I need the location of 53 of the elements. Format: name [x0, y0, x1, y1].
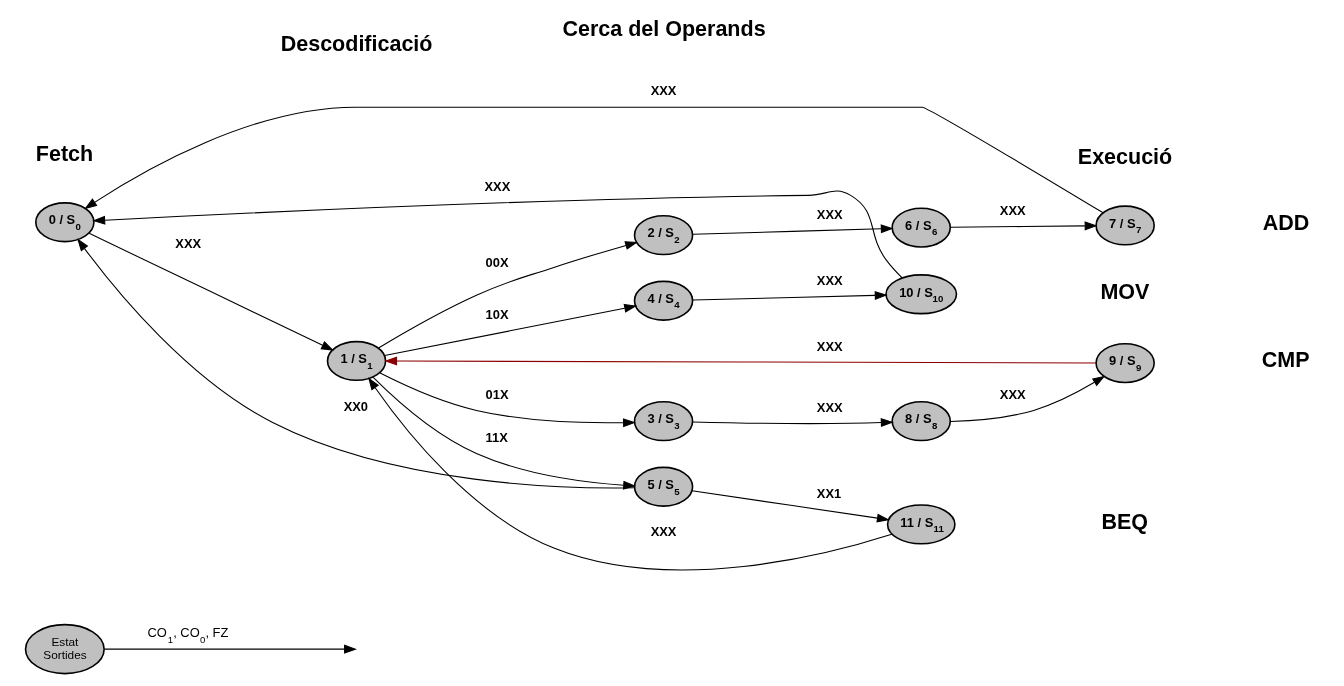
label: Execució: [1077, 145, 1173, 170]
edge-label: XXX: [175, 236, 202, 252]
arrow: [368, 377, 893, 571]
arrow: [378, 241, 639, 349]
edge-label: XXX: [484, 179, 511, 195]
node-ellipse: Estat Sortides: [24, 623, 105, 675]
node-ellipse: 8 / S$_{8}$: [891, 401, 952, 442]
label: BEQ: [1101, 509, 1149, 534]
edge-label: XXX: [650, 524, 677, 540]
arrow: [92, 190, 903, 279]
edge-label: XX1: [816, 485, 842, 501]
edge-label: 10X: [485, 307, 509, 323]
node-ellipse: 9 / S$_{9}$: [1095, 342, 1155, 384]
node-ellipse: 11 / S$_{11}$: [886, 504, 956, 545]
edge-label: XXX: [816, 272, 843, 288]
edge-label: XXX: [816, 399, 843, 415]
edge-label: XXX: [816, 339, 843, 355]
arrow: [692, 290, 888, 301]
edge-label: 00X: [485, 255, 509, 271]
label: ADD: [1262, 210, 1310, 235]
arrow: [949, 375, 1106, 422]
edge-label: XX0: [343, 398, 369, 414]
arrow: [379, 372, 636, 428]
label: Cerca del Operands: [562, 17, 766, 42]
arrow: [692, 224, 894, 235]
arrow: [384, 356, 1097, 366]
edge-label: XXX: [999, 386, 1026, 402]
edge-label: 01X: [485, 386, 509, 402]
edge-label: XXX: [816, 207, 843, 223]
node-ellipse: 0 / S$_{0}$: [35, 202, 95, 243]
label: MOV: [1100, 279, 1150, 304]
edge-label: CO$_{1}$, CO$_{0}$, FZ: [147, 625, 229, 645]
node-ellipse: 1 / S$_{1}$: [326, 340, 387, 382]
edge-label: XXX: [650, 83, 677, 99]
arrow: [88, 232, 335, 351]
node-ellipse: 7 / S$_{7}$: [1095, 205, 1155, 246]
arrow: [692, 418, 894, 428]
edge-label: XXX: [999, 202, 1026, 218]
node-ellipse: 5 / S$_{5}$: [633, 466, 694, 507]
node-ellipse: 3 / S$_{3}$: [633, 401, 694, 442]
edge-label: 11X: [485, 429, 508, 445]
node-ellipse: 4 / S$_{4}$: [633, 280, 694, 321]
label: CMP: [1261, 348, 1310, 373]
arrow: [84, 106, 1104, 214]
node-ellipse: 6 / S$_{6}$: [891, 207, 952, 248]
arrow: [691, 490, 890, 523]
node-ellipse: 10 / S$_{10}$: [885, 274, 958, 315]
label: Fetch: [35, 141, 94, 166]
node-ellipse: 2 / S$_{2}$: [633, 214, 694, 256]
arrow: [104, 644, 357, 654]
arrow: [949, 221, 1098, 231]
arrow: [384, 303, 638, 357]
label: Descodificació: [280, 32, 433, 57]
